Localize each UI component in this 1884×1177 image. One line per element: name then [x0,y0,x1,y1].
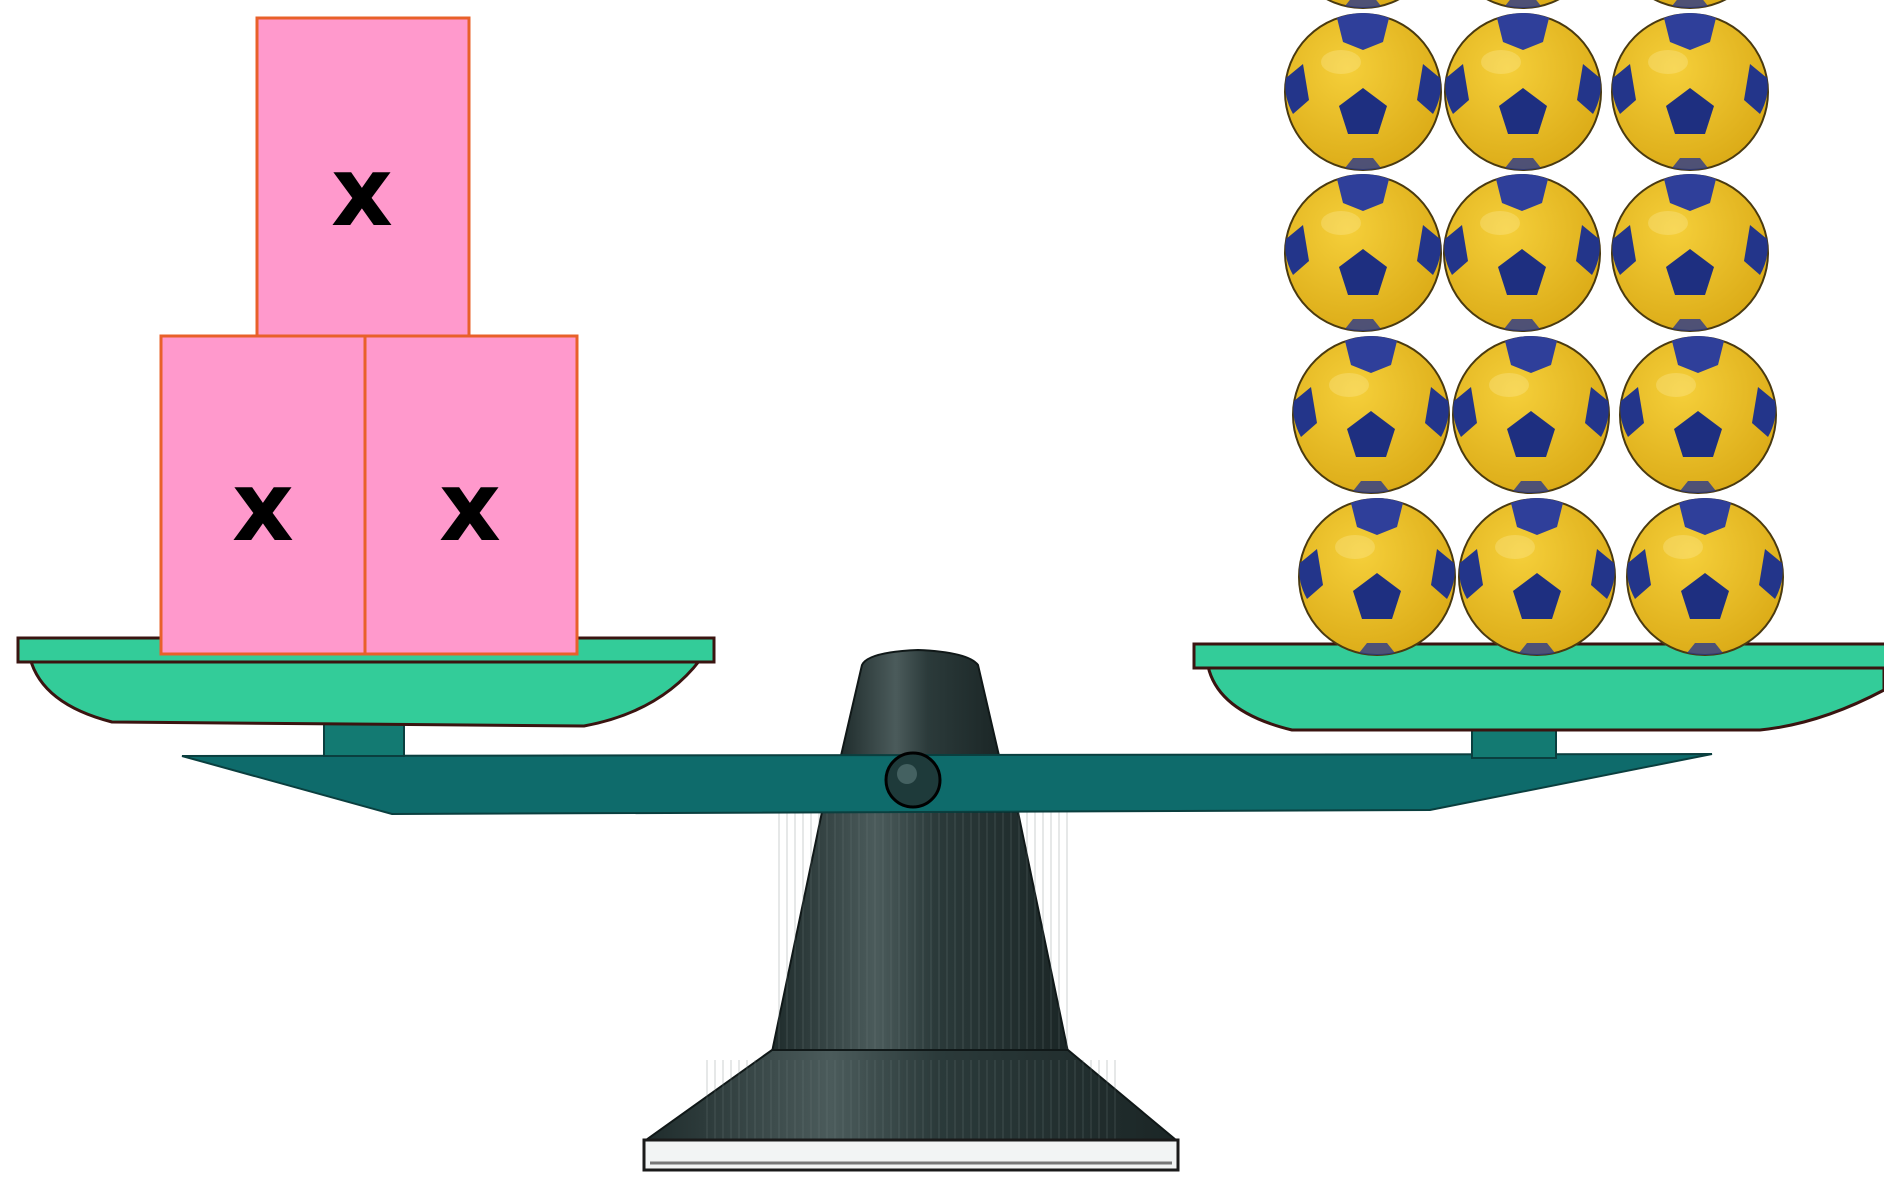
soccer-ball-icon [1611,0,1769,9]
soccer-ball-icon [1443,173,1601,332]
box-top: x [255,16,471,338]
left-pan [16,636,716,757]
right-pan [1192,642,1884,759]
box-label: x [331,136,393,248]
scale-stand [642,648,1180,1172]
soccer-ball-icon [1444,0,1602,9]
soccer-ball-icon [1444,12,1602,171]
soccer-ball-icon [1626,497,1784,656]
box-label: x [232,451,294,563]
box-bottom-left: x [159,334,367,656]
soccer-ball-icon [1452,335,1610,494]
soccer-ball-icon [1284,0,1442,9]
soccer-ball-icon [1611,12,1769,171]
box-stack: x x x [159,16,579,656]
soccer-ball-icon [1619,335,1777,494]
soccer-ball-icon [1284,173,1442,332]
box-bottom-right: x [363,334,579,656]
soccer-ball-icon [1298,497,1456,656]
box-label: x [439,451,501,563]
soccer-ball-icon [1284,12,1442,171]
soccer-ball-icon [1292,335,1450,494]
soccer-ball-icon [1611,173,1769,332]
soccer-ball-stack [1284,0,1784,656]
scale-beam [181,751,1713,816]
soccer-ball-icon [1458,497,1616,656]
